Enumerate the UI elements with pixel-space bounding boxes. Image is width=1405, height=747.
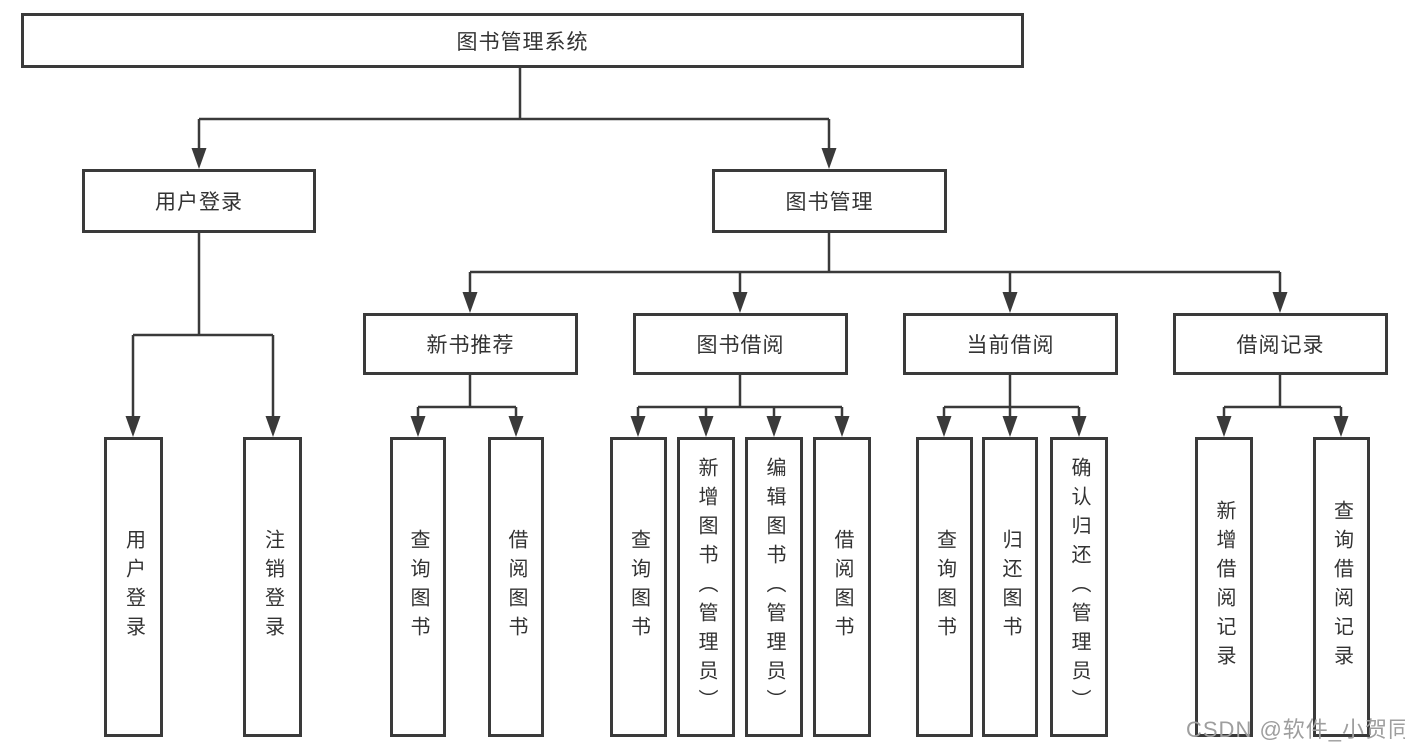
node-label: 用户登录 bbox=[122, 529, 145, 645]
node-label: 借阅图书 bbox=[505, 529, 527, 645]
node-label: 图书管理 bbox=[785, 191, 874, 214]
connector-book-mgmt-to-level3 bbox=[462, 233, 1288, 313]
arrowhead-icon bbox=[630, 416, 646, 437]
arrowhead-icon bbox=[265, 416, 281, 437]
node-label: 新书推荐 bbox=[426, 334, 515, 357]
node-label: 查询图书 bbox=[627, 529, 650, 645]
node-book-borrowing: 图书借阅 bbox=[633, 313, 848, 375]
leaf-confirm-return-admin: 确认归还（管理员） bbox=[1050, 437, 1108, 737]
leaf-return-books: 归还图书 bbox=[982, 437, 1038, 737]
leaf-query-borrow-record: 查询借阅记录 bbox=[1313, 437, 1370, 737]
arrowhead-icon bbox=[410, 416, 426, 437]
csdn-watermark: CSDN @软件_小贺同学 bbox=[1186, 717, 1405, 742]
node-label: 查询图书 bbox=[407, 529, 429, 645]
arrowhead-icon bbox=[834, 416, 850, 437]
arrowhead-icon bbox=[1002, 292, 1018, 313]
arrowhead-icon bbox=[821, 148, 837, 169]
arrowhead-icon bbox=[1071, 416, 1087, 437]
node-label: 注销登录 bbox=[261, 529, 284, 645]
leaf-add-books-admin: 新增图书（管理员） bbox=[677, 437, 735, 737]
node-label: 查询图书 bbox=[933, 529, 956, 645]
arrowhead-icon bbox=[1002, 416, 1018, 437]
leaf-edit-books-admin: 编辑图书（管理员） bbox=[745, 437, 803, 737]
connector-user-login-to-leaves bbox=[125, 233, 281, 437]
leaf-borrow-books: 借阅图书 bbox=[813, 437, 871, 737]
arrowhead-icon bbox=[191, 148, 207, 169]
node-current-borrowing: 当前借阅 bbox=[903, 313, 1118, 375]
leaf-query-books-current: 查询图书 bbox=[916, 437, 973, 737]
arrowhead-icon bbox=[1333, 416, 1349, 437]
node-label: 编辑图书（管理员） bbox=[763, 456, 785, 718]
node-label: 新增借阅记录 bbox=[1213, 500, 1235, 674]
node-label: 新增图书（管理员） bbox=[695, 456, 717, 718]
arrowhead-icon bbox=[125, 416, 141, 437]
connector-root-to-level2 bbox=[191, 68, 837, 169]
node-new-book-recommendation: 新书推荐 bbox=[363, 313, 578, 375]
node-label: 借阅图书 bbox=[831, 529, 853, 645]
leaf-query-books-rec: 查询图书 bbox=[390, 437, 446, 737]
node-library-management-system: 图书管理系统 bbox=[21, 13, 1024, 68]
arrowhead-icon bbox=[462, 292, 478, 313]
leaf-add-borrow-record: 新增借阅记录 bbox=[1195, 437, 1253, 737]
arrowhead-icon bbox=[732, 292, 748, 313]
leaf-user-login: 用户登录 bbox=[104, 437, 163, 737]
node-borrowing-records: 借阅记录 bbox=[1173, 313, 1388, 375]
arrowhead-icon bbox=[1216, 416, 1232, 437]
node-user-login: 用户登录 bbox=[82, 169, 316, 233]
leaf-borrow-books-rec: 借阅图书 bbox=[488, 437, 544, 737]
arrowhead-icon bbox=[698, 416, 714, 437]
connector-new-book-rec-to-leaves bbox=[410, 375, 524, 437]
leaf-query-books-borrow: 查询图书 bbox=[610, 437, 667, 737]
connector-borrow-record-to-leaves bbox=[1216, 375, 1349, 437]
leaf-logout: 注销登录 bbox=[243, 437, 302, 737]
node-label: 当前借阅 bbox=[966, 334, 1055, 357]
connector-current-borrow-to-leaves bbox=[936, 375, 1087, 437]
arrowhead-icon bbox=[936, 416, 952, 437]
node-label: 用户登录 bbox=[155, 191, 243, 214]
arrowhead-icon bbox=[508, 416, 524, 437]
arrowhead-icon bbox=[1272, 292, 1288, 313]
arrowhead-icon bbox=[766, 416, 782, 437]
node-label: 图书借阅 bbox=[696, 334, 785, 357]
node-book-management: 图书管理 bbox=[712, 169, 947, 233]
node-label: 查询借阅记录 bbox=[1330, 500, 1353, 674]
node-label: 图书管理系统 bbox=[456, 30, 589, 54]
node-label: 借阅记录 bbox=[1236, 334, 1325, 357]
node-label: 归还图书 bbox=[999, 529, 1021, 645]
node-label: 确认归还（管理员） bbox=[1068, 456, 1090, 718]
connector-book-borrow-to-leaves bbox=[630, 375, 850, 437]
